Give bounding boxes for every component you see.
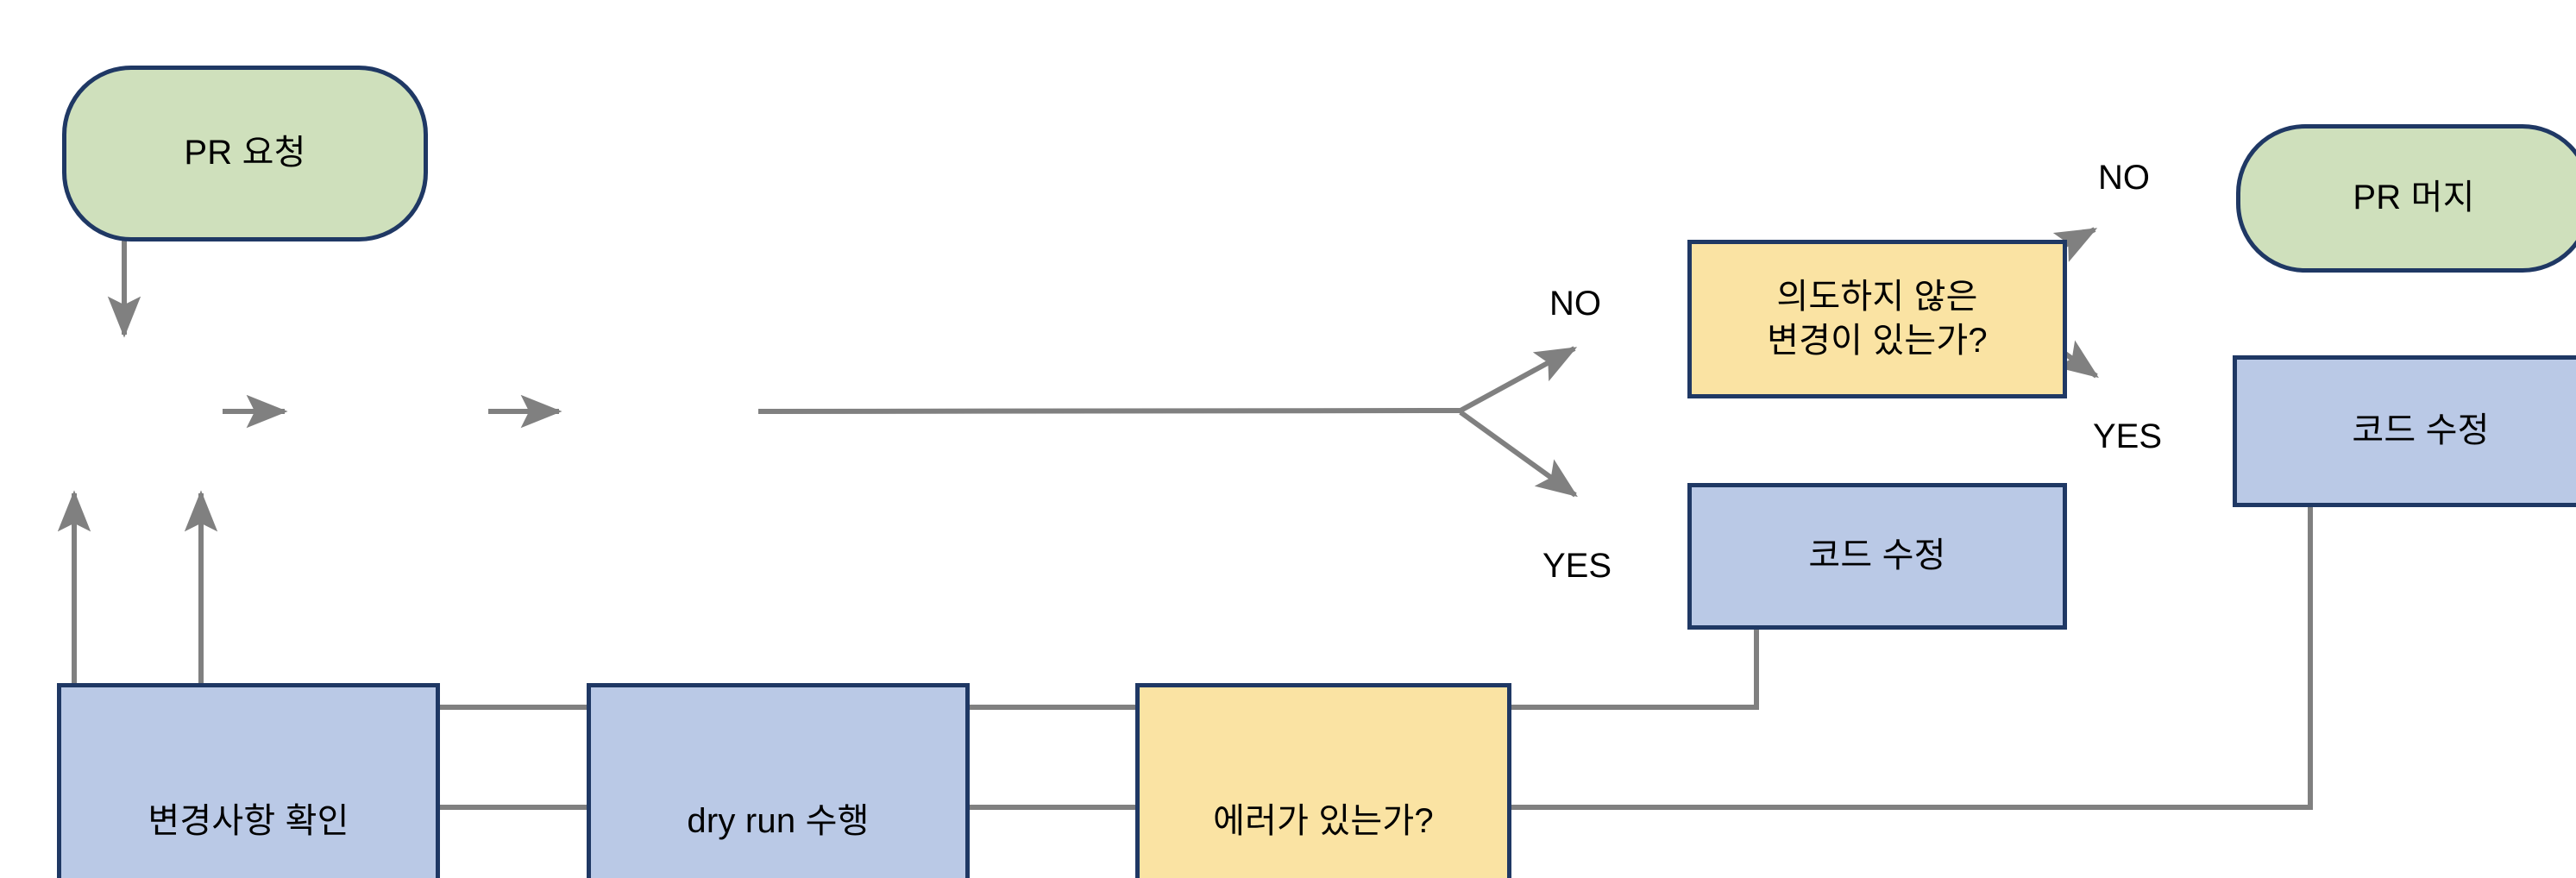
node-fix-code-middle[interactable]: 코드 수정 bbox=[1687, 483, 2067, 630]
node-unintended-changes-label: 의도하지 않은 변경이 있는가? bbox=[1767, 277, 1988, 360]
edge-label-unintended-no: NO bbox=[2098, 159, 2150, 197]
node-fix-code-right[interactable]: 코드 수정 bbox=[2233, 355, 2576, 507]
edge-label-has-error-no: NO bbox=[1549, 285, 1601, 323]
edge-label-unintended-yes: YES bbox=[2093, 417, 2163, 455]
node-check-changes[interactable]: 변경사항 확인 bbox=[57, 683, 440, 878]
node-pr-request-label: PR 요청 bbox=[184, 134, 306, 172]
node-pr-request[interactable]: PR 요청 bbox=[62, 66, 428, 241]
node-fix-code-middle-label: 코드 수정 bbox=[1808, 536, 1946, 575]
node-dry-run[interactable]: dry run 수행 bbox=[587, 683, 970, 878]
node-dry-run-label: dry run 수행 bbox=[687, 802, 870, 841]
edge-has-error-yes bbox=[1459, 410, 1578, 498]
node-has-error[interactable]: 에러가 있는가? bbox=[1135, 683, 1511, 878]
node-pr-merge[interactable]: PR 머지 bbox=[2236, 124, 2576, 273]
node-check-changes-label: 변경사항 확인 bbox=[148, 802, 349, 841]
node-has-error-label: 에러가 있는가? bbox=[1213, 802, 1434, 841]
edge-has-error-no bbox=[757, 346, 1578, 414]
edge-label-has-error-yes: YES bbox=[1542, 547, 1612, 585]
node-pr-merge-label: PR 머지 bbox=[2353, 179, 2475, 217]
node-unintended-changes[interactable]: 의도하지 않은 변경이 있는가? bbox=[1687, 240, 2067, 398]
node-fix-code-right-label: 코드 수정 bbox=[2352, 411, 2490, 450]
edge-fix-mid-feedback bbox=[184, 490, 1759, 710]
